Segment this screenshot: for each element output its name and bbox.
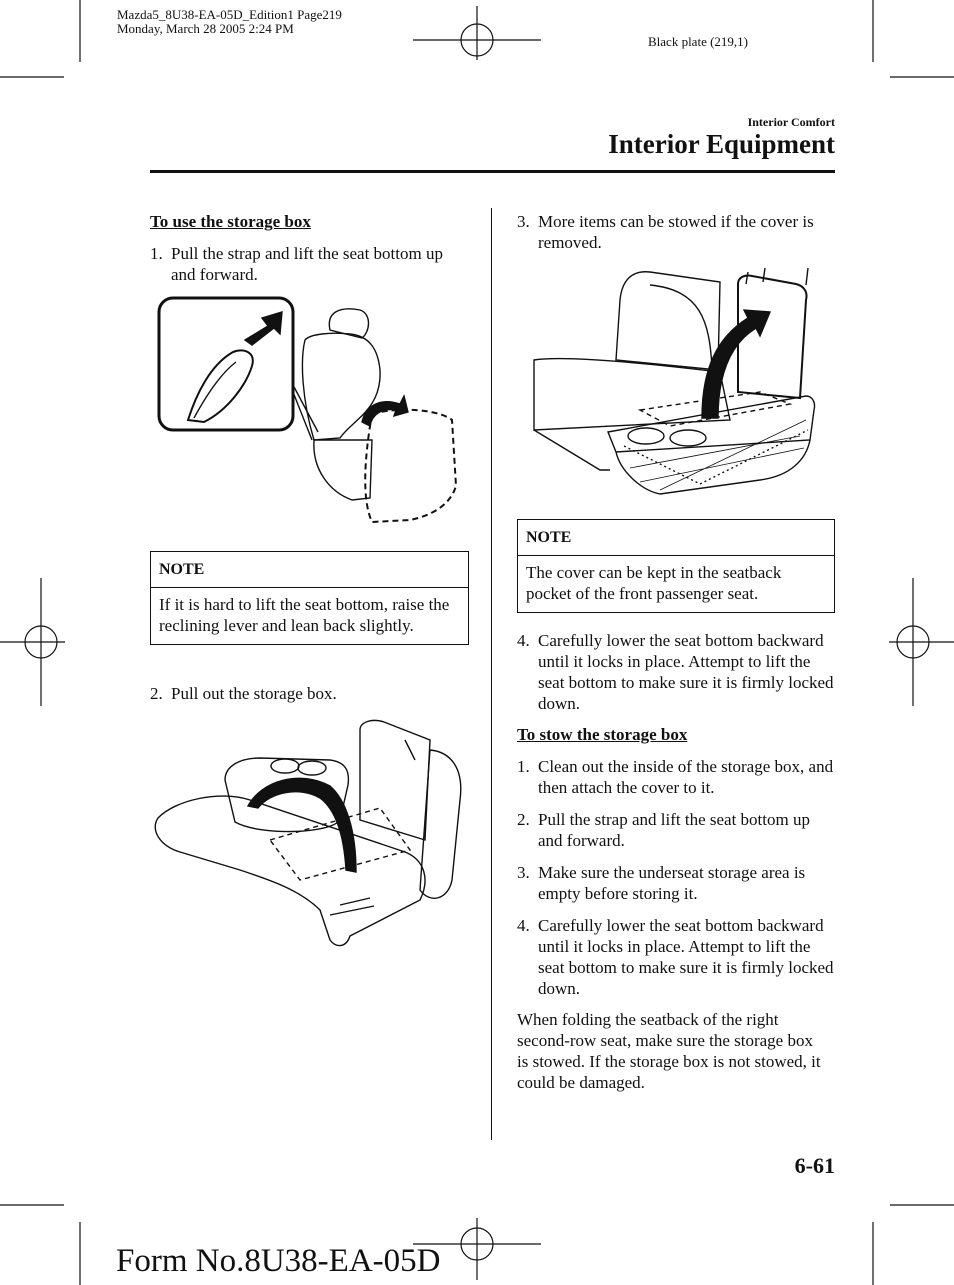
page-title: Interior Equipment (608, 129, 835, 159)
list-item: 2. Pull the strap and lift the seat bott… (517, 810, 810, 850)
list-item: 3. Make sure the underseat storage area … (517, 863, 806, 903)
note-box: NOTE The cover can be kept in the seatba… (517, 519, 835, 613)
list-item: 3. More items can be stowed if the cover… (517, 212, 814, 252)
list-item: 1. Pull the strap and lift the seat bott… (150, 244, 443, 284)
note-box: NOTE If it is hard to lift the seat bott… (150, 551, 469, 645)
storage-use-heading: To use the storage box (150, 212, 311, 231)
list-item: 4. Carefully lower the seat bottom backw… (517, 916, 834, 998)
note-header: NOTE (151, 552, 468, 588)
stow-warning-paragraph: When folding the seatback of the right s… (517, 1010, 821, 1092)
note-body: The cover can be kept in the seatback po… (526, 563, 782, 603)
list-item: 2. Pull out the storage box. (150, 684, 337, 703)
form-number: Form No.8U38-EA-05D (116, 1243, 441, 1279)
storage-stow-heading: To stow the storage box (517, 725, 688, 744)
column-divider (491, 208, 492, 1140)
file-info: Mazda5_8U38-EA-05D_Edition1 Page219 Mond… (117, 7, 342, 36)
note-header: NOTE (518, 520, 834, 556)
section-label: Interior Comfort (747, 115, 835, 129)
page-number: 6-61 (794, 1153, 835, 1178)
list-item: 1. Clean out the inside of the storage b… (517, 757, 834, 797)
title-rule (150, 170, 835, 173)
plate-label: Black plate (219,1) (648, 34, 748, 49)
list-item: 4. Carefully lower the seat bottom backw… (517, 631, 834, 713)
note-body: If it is hard to lift the seat bottom, r… (159, 595, 450, 635)
